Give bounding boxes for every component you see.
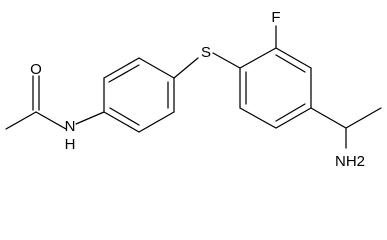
chemical-structure-diagram: O N H S F NH2 bbox=[5, 9, 382, 170]
aminoethyl-bonds bbox=[310, 107, 382, 149]
sulfur-atom-label: S bbox=[201, 44, 211, 61]
thioether-bonds bbox=[173, 52, 241, 79]
right-benzene-ring bbox=[239, 47, 312, 129]
left-benzene-ring bbox=[103, 57, 175, 133]
amine-group-label: NH2 bbox=[335, 153, 365, 170]
amide-hydrogen-label: H bbox=[65, 136, 76, 153]
acetamide-bonds bbox=[5, 75, 105, 130]
amide-nitrogen-label: N bbox=[65, 118, 76, 135]
oxygen-atom-label: O bbox=[30, 61, 42, 78]
fluorine-atom-label: F bbox=[271, 9, 280, 26]
